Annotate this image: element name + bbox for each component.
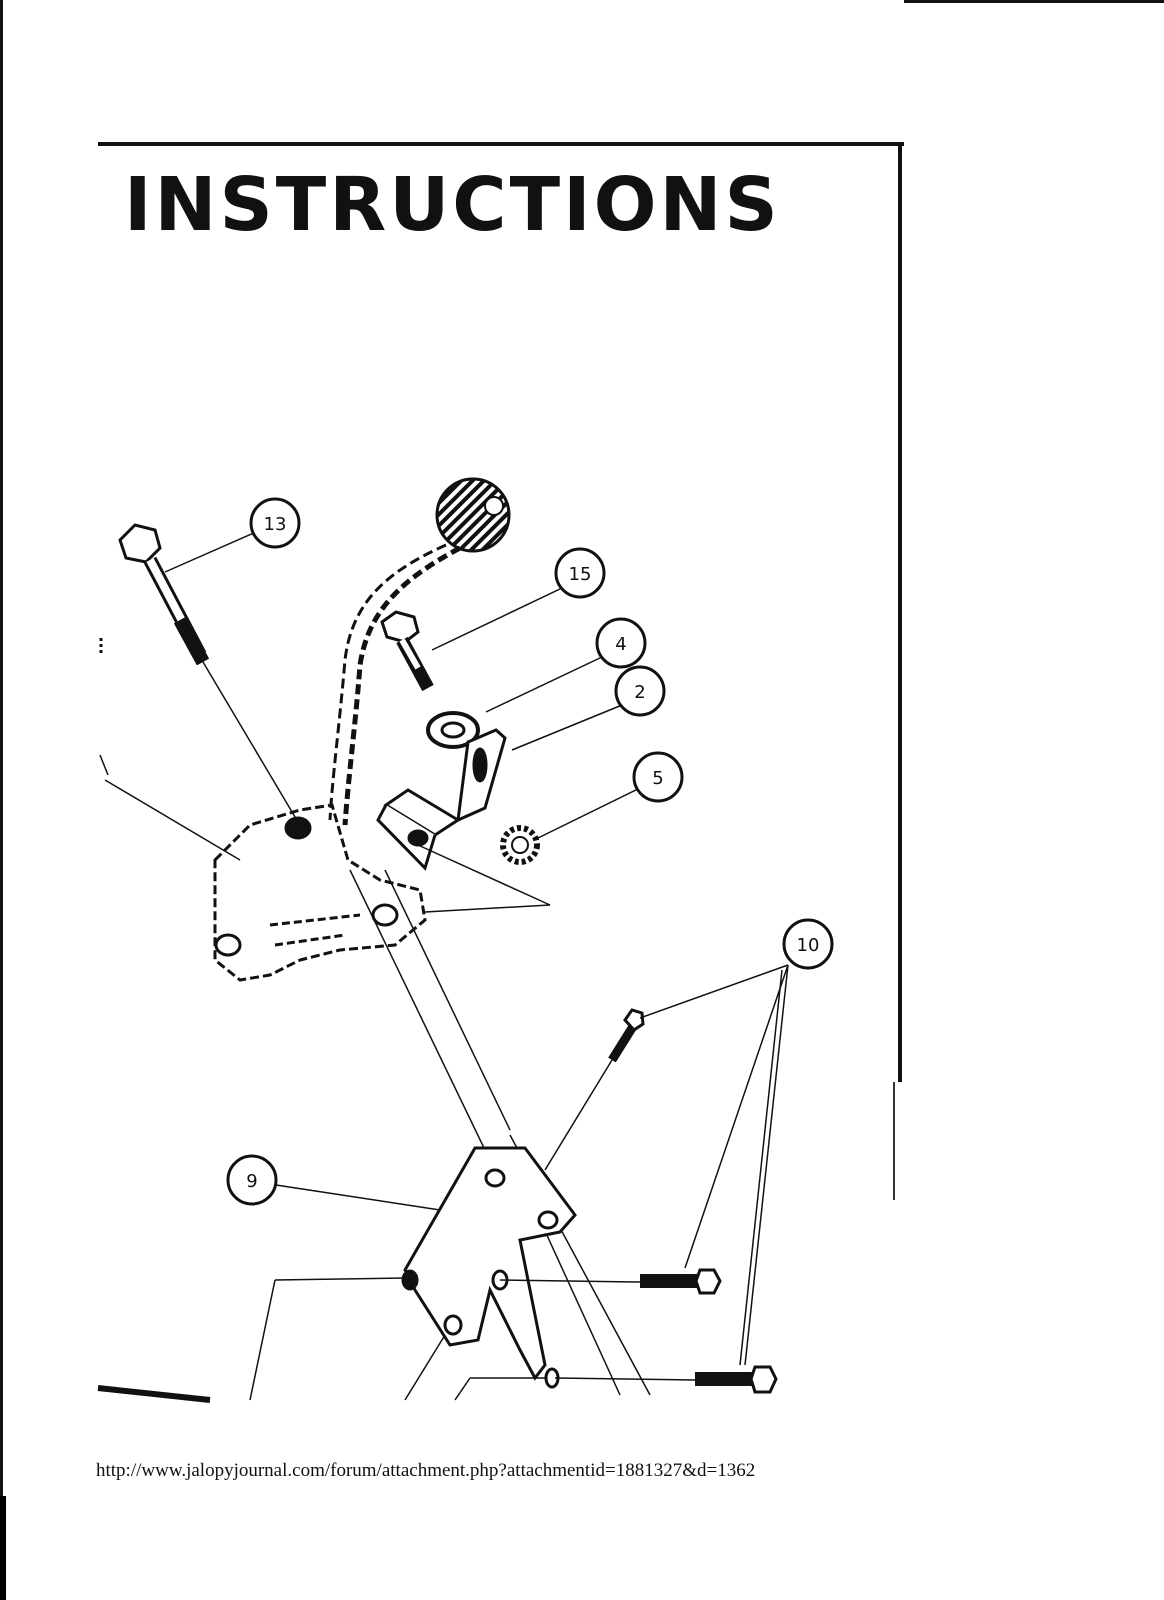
- callout-10-label: 10: [797, 935, 820, 956]
- callout-4-label: 4: [615, 634, 626, 655]
- mounting-plate-icon: [249, 1146, 577, 1401]
- washer-icon: [426, 711, 480, 749]
- scan-edge-top: [904, 0, 1164, 3]
- frame-top-rule: [98, 142, 904, 146]
- scan-edge-bottom-left: [0, 1496, 6, 1600]
- star-lock-washer-icon: [424, 825, 551, 913]
- shift-rod-icon: [349, 869, 651, 1396]
- callout-4: 4: [595, 617, 647, 669]
- shifter-housing-icon: [99, 754, 427, 982]
- shift-knob-icon: [435, 477, 511, 553]
- callout-5: 5: [632, 751, 684, 803]
- frame-right-rule-lower: [893, 1082, 895, 1200]
- shift-lever-icon: [328, 543, 462, 826]
- callout-9-label: 9: [246, 1171, 257, 1192]
- page-title: INSTRUCTIONS: [124, 162, 781, 248]
- callout-13-label: 13: [264, 514, 287, 535]
- callout-2-label: 2: [634, 682, 645, 703]
- long-bolt-icon: [118, 523, 299, 823]
- page-fragment-rule: [97, 1385, 211, 1403]
- frame-right-rule: [898, 142, 902, 1082]
- scan-edge-left: [0, 0, 3, 1600]
- callout-13: 13: [249, 497, 301, 549]
- callout-15-label: 15: [569, 564, 592, 585]
- short-bolt-icon: [380, 610, 434, 692]
- leader-lines: [164, 531, 789, 1366]
- callout-15: 15: [554, 547, 606, 599]
- mounting-bolt-upper-icon: [499, 1268, 722, 1295]
- callout-2: 2: [614, 665, 666, 717]
- small-bolt-icon: [544, 1008, 645, 1171]
- mounting-bolt-lower-icon: [554, 1365, 778, 1394]
- angle-bracket-icon: [376, 728, 551, 906]
- callout-10: 10: [782, 918, 834, 970]
- callout-9: 9: [226, 1154, 278, 1206]
- callout-5-label: 5: [652, 768, 663, 789]
- source-url: http://www.jalopyjournal.com/forum/attac…: [96, 1460, 756, 1481]
